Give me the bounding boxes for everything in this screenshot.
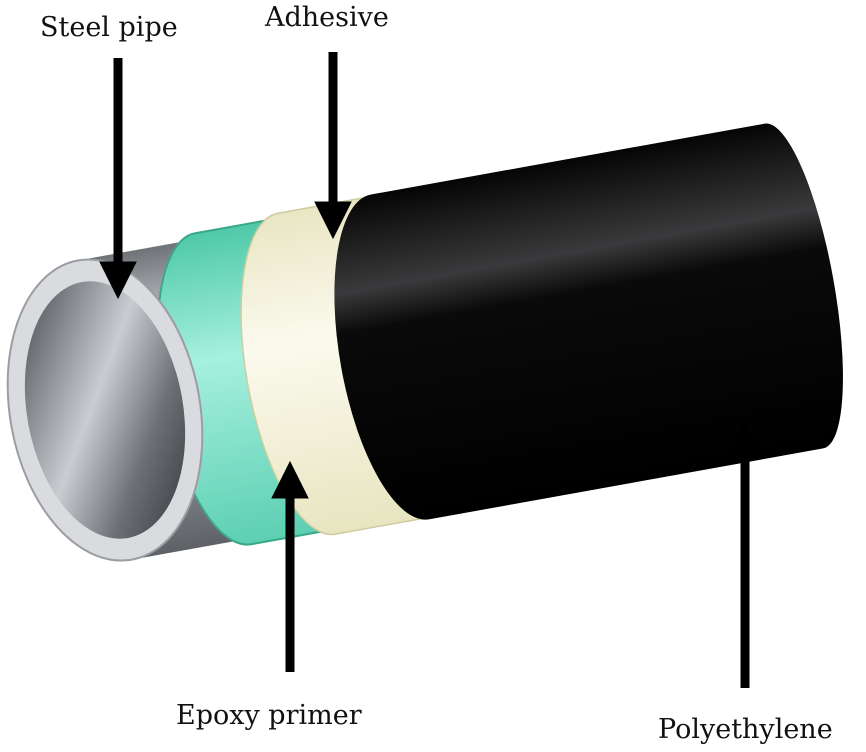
arrows [99,52,764,688]
epoxy-primer-arrowhead [271,460,309,499]
adhesive-arrowhead [314,201,352,240]
steel-pipe-label: Steel pipe [40,12,178,43]
polyethylene-layer [334,123,843,520]
polyethylene-label: Polyethylene [658,714,833,745]
polyethylene-arrowhead [726,418,764,457]
steel-pipe-arrowhead [99,261,137,300]
steel-pipe-bore [24,281,186,539]
epoxy-primer-label: Epoxy primer [176,700,362,731]
adhesive-label: Adhesive [265,2,389,33]
